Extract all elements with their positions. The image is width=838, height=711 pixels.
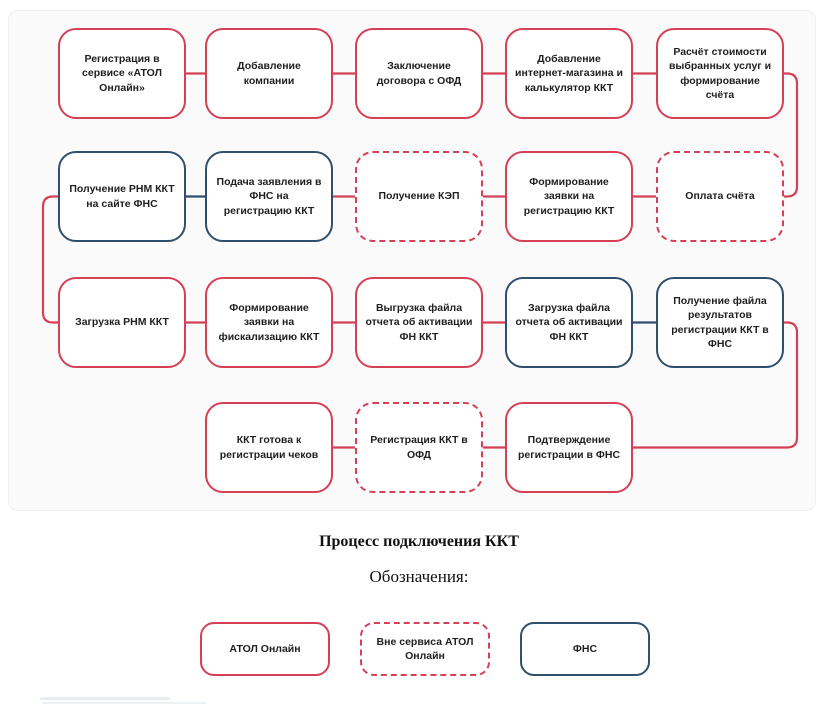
cutoff-text-artifact — [42, 702, 207, 704]
legend-heading: Обозначения: — [369, 567, 469, 586]
cutoff-text-artifact — [40, 697, 170, 700]
flow-node-r1-c5: Расчёт стоимости выбранных услуг и форми… — [656, 28, 784, 119]
legend-item-dashed: Вне сервиса АТОЛ Онлайн — [360, 622, 490, 676]
flow-node-r3-c5: Получение файла результатов регистрации … — [656, 277, 784, 368]
flow-node-r1-c2: Добавление компании — [205, 28, 333, 119]
legend-item-fns: ФНС — [520, 622, 650, 676]
flow-node-r3-c3: Выгрузка файла отчета об активации ФН КК… — [355, 277, 483, 368]
flow-node-r4-c3: Регистрация ККТ в ОФД — [355, 402, 483, 493]
flow-node-r2-c3: Получение КЭП — [355, 151, 483, 242]
flow-node-r3-c4: Загрузка файла отчета об активации ФН КК… — [505, 277, 633, 368]
flow-node-r1-c4: Добавление интернет-магазина и калькулят… — [505, 28, 633, 119]
flow-node-r2-c1: Получение РНМ ККТ на сайте ФНС — [58, 151, 186, 242]
flow-node-r3-c2: Формирование заявки на фискализацию ККТ — [205, 277, 333, 368]
legend-item-solid: АТОЛ Онлайн — [200, 622, 330, 676]
flow-node-r1-c1: Регистрация в сервисе «АТОЛ Онлайн» — [58, 28, 186, 119]
diagram-title: Процесс подключения ККТ — [319, 533, 519, 550]
flow-node-r3-c1: Загрузка РНМ ККТ — [58, 277, 186, 368]
flow-node-r1-c3: Заключение договора с ОФД — [355, 28, 483, 119]
flow-node-r4-c2: ККТ готова к регистрации чеков — [205, 402, 333, 493]
flow-node-r2-c4: Формирование заявки на регистрацию ККТ — [505, 151, 633, 242]
flow-node-r4-c4: Подтверждение регистрации в ФНС — [505, 402, 633, 493]
flow-node-r2-c5: Оплата счёта — [656, 151, 784, 242]
flow-node-r2-c2: Подача заявления в ФНС на регистрацию КК… — [205, 151, 333, 242]
